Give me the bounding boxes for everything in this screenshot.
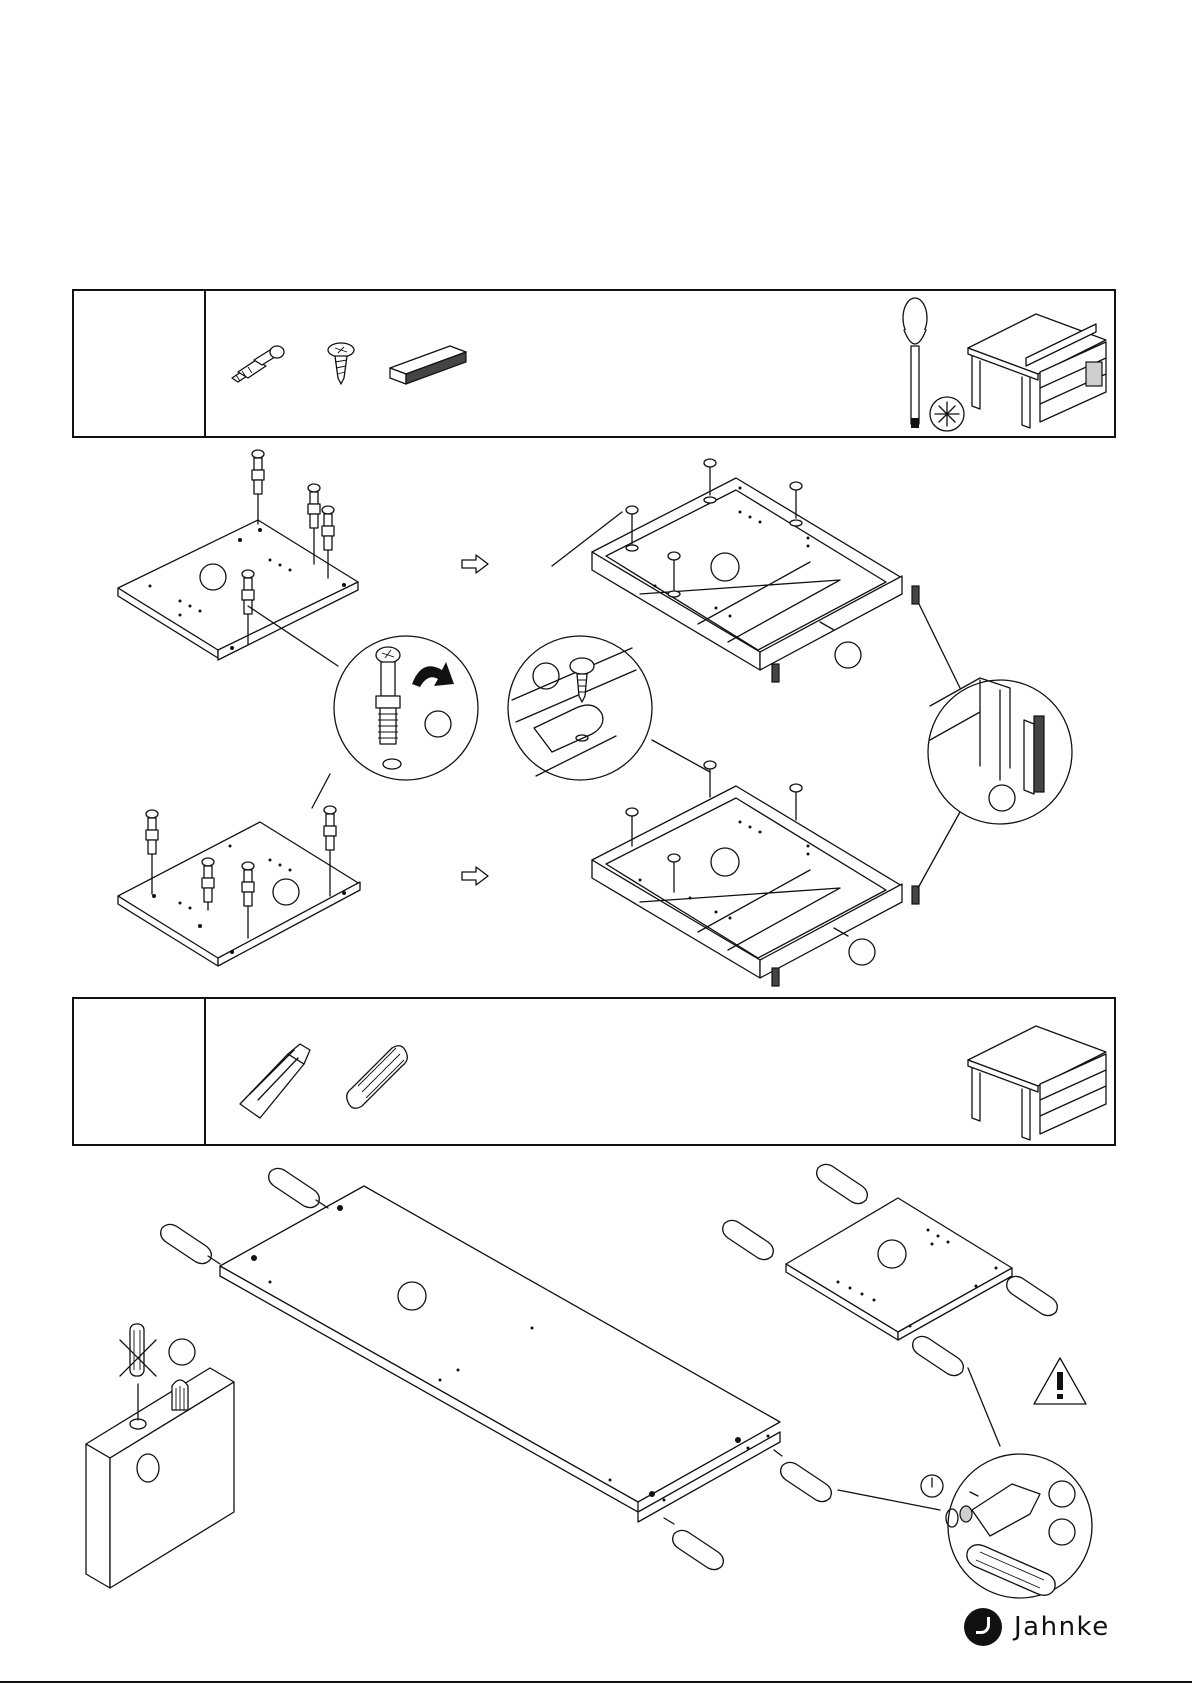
phillips-icon — [930, 397, 964, 431]
right-arrow-icon — [462, 867, 488, 885]
wooden-dowel-icon — [347, 1046, 408, 1109]
brand-mark-icon — [964, 1608, 1002, 1646]
end-cap-detail-circle — [918, 604, 1072, 888]
bottom-rule — [0, 1681, 1192, 1683]
panel-bottom-left — [118, 806, 360, 966]
drawer-frame-top — [592, 459, 919, 682]
small-panel — [723, 1164, 1058, 1375]
panel-top-left — [118, 450, 358, 660]
side-panel-dowel-demo — [86, 1324, 234, 1588]
drawer-frame-bottom — [592, 761, 919, 986]
warning-icon — [1034, 1358, 1086, 1404]
screwdriver-icon — [903, 298, 927, 428]
timer-icon — [921, 1475, 943, 1497]
end-cap-icon — [390, 346, 466, 384]
brand-logo: Jahnke — [964, 1607, 1110, 1647]
screw-icon — [328, 343, 354, 384]
long-panel — [220, 1186, 780, 1522]
desk-preview-icon — [968, 1026, 1106, 1140]
no-screwdriver-icon — [120, 1324, 156, 1376]
glue-bottle-icon — [240, 1044, 310, 1118]
right-arrow-icon — [462, 555, 488, 573]
cam-bolt-detail-circle — [248, 606, 478, 808]
brand-name: Jahnke — [1014, 1612, 1110, 1642]
desk-preview-icon — [968, 314, 1106, 428]
cam-bolt-icon — [232, 346, 284, 382]
